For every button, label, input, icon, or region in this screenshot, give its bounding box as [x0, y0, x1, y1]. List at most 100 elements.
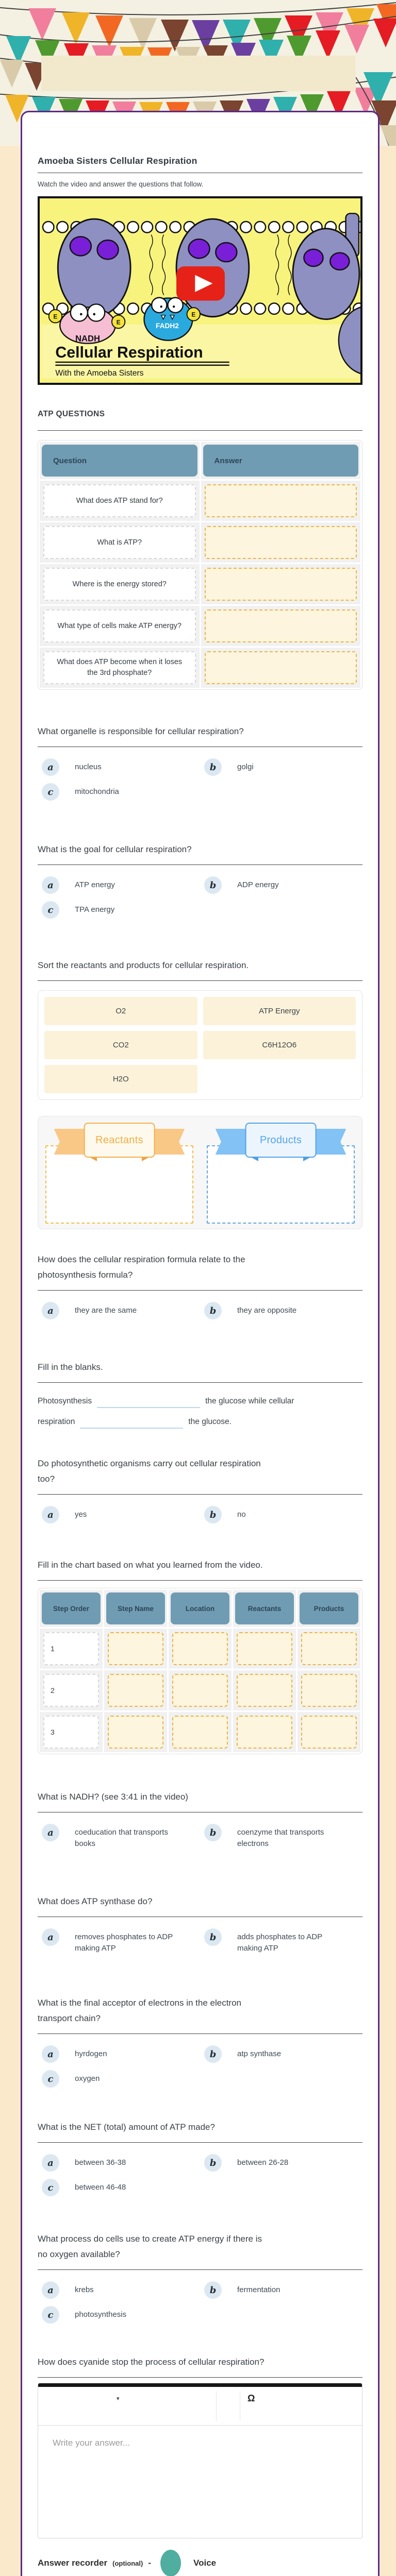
answer-input-cell[interactable]	[172, 1674, 228, 1707]
table-row	[201, 481, 360, 521]
answer-input-cell[interactable]	[204, 609, 357, 642]
option-letter-badge[interactable]: b	[204, 2154, 222, 2172]
table-row	[298, 1712, 360, 1752]
answer-input-cell[interactable]	[237, 1674, 292, 1707]
answer-input-cell[interactable]	[172, 1632, 228, 1665]
table-header-cell: Question	[40, 442, 200, 479]
sentence-part: the glucose while cellular	[205, 1397, 294, 1405]
sort-tile[interactable]: H2O	[44, 1065, 197, 1093]
table-row: What type of cells make ATP energy?	[40, 606, 200, 646]
answer-input-cell[interactable]	[301, 1716, 357, 1749]
sort-tile[interactable]: C6H12O6	[203, 1031, 356, 1059]
chevron-down-icon[interactable]: ▾	[117, 2396, 120, 2402]
play-button-icon[interactable]	[176, 266, 225, 301]
option-letter-badge[interactable]: b	[204, 2281, 222, 2299]
products-drop-zone[interactable]: Products	[207, 1123, 355, 1224]
option-letter-badge[interactable]: a	[42, 1824, 59, 1841]
option-letter-badge[interactable]: b	[204, 1824, 222, 1841]
column-header-answer: Answer	[203, 445, 358, 477]
products-banner: Products	[215, 1123, 346, 1162]
option-letter-badge[interactable]: b	[204, 758, 222, 776]
step-order-cell: 3	[43, 1716, 99, 1749]
answer-input-cell[interactable]	[204, 484, 357, 517]
column-header: Reactants	[248, 1604, 282, 1613]
blank-input-1[interactable]	[97, 1395, 201, 1408]
answer-input-cell[interactable]	[108, 1674, 163, 1707]
option-letter-badge[interactable]: a	[42, 2045, 59, 2063]
option-letter-badge[interactable]: a	[42, 2281, 59, 2299]
answer-input-cell[interactable]	[204, 568, 357, 601]
sort-tile[interactable]: CO2	[44, 1031, 197, 1059]
option-letter-badge[interactable]: b	[204, 1302, 222, 1319]
video-player[interactable]: E E NADH E FADH2	[38, 196, 362, 385]
option-letter-badge[interactable]: b	[204, 2045, 222, 2063]
option-letter-badge[interactable]: a	[42, 758, 59, 776]
answer-textarea[interactable]	[38, 2426, 362, 2538]
answer-input-cell[interactable]	[301, 1632, 357, 1665]
answer-input-cell[interactable]	[108, 1632, 163, 1665]
sort-tile[interactable]: O2	[44, 997, 197, 1025]
answer-input-cell[interactable]	[204, 651, 357, 684]
option-letter-badge[interactable]: c	[42, 901, 59, 919]
sort-tile[interactable]: ATP Energy	[203, 997, 356, 1025]
answer-recorder: Answer recorder (optional) - Voice	[38, 2550, 362, 2576]
answer-input-cell[interactable]	[172, 1716, 228, 1749]
option-letter-badge[interactable]: b	[204, 1506, 222, 1523]
fadh2-label: FADH2	[156, 322, 179, 330]
blank-input-2[interactable]	[80, 1415, 184, 1429]
option-letter-badge[interactable]: a	[42, 1928, 59, 1946]
table-row: 3	[40, 1712, 103, 1752]
option-letter-badge[interactable]: b	[204, 876, 222, 894]
video-subtitle: With the Amoeba Sisters	[55, 369, 143, 378]
column-header: Products	[314, 1604, 344, 1613]
option-letter-badge[interactable]: a	[42, 1506, 59, 1523]
question-heading: What is the final acceptor of electrons …	[38, 1998, 241, 2023]
answer-input-cell[interactable]	[301, 1674, 357, 1707]
electron-coin-label: E	[117, 319, 121, 326]
question-heading: Sort the reactants and products for cell…	[38, 960, 249, 970]
nadh-label: NADH	[75, 334, 100, 344]
voice-record-icon[interactable]	[160, 2550, 182, 2576]
option-letter-badge[interactable]: c	[42, 2306, 59, 2324]
table-row	[298, 1629, 360, 1669]
option-letter-badge[interactable]: c	[42, 2070, 59, 2088]
option-letter-badge[interactable]: c	[42, 2179, 59, 2196]
special-character-icon[interactable]: Ω	[248, 2393, 255, 2403]
reactants-drop-zone[interactable]: Reactants	[45, 1123, 193, 1224]
option-letter-badge[interactable]: a	[42, 1302, 59, 1319]
answer-input-cell[interactable]	[237, 1632, 292, 1665]
answer-input-cell[interactable]	[237, 1716, 292, 1749]
answer-input-cell[interactable]	[108, 1716, 163, 1749]
table-row	[169, 1629, 232, 1669]
option-letter-badge[interactable]: a	[42, 2154, 59, 2172]
option-letter-badge[interactable]: a	[42, 876, 59, 894]
option-letter-badge[interactable]: c	[42, 783, 59, 801]
answer-input-cell[interactable]	[204, 526, 357, 559]
step-order-cell: 1	[43, 1632, 99, 1665]
option-letter-badge[interactable]: b	[204, 1928, 222, 1946]
